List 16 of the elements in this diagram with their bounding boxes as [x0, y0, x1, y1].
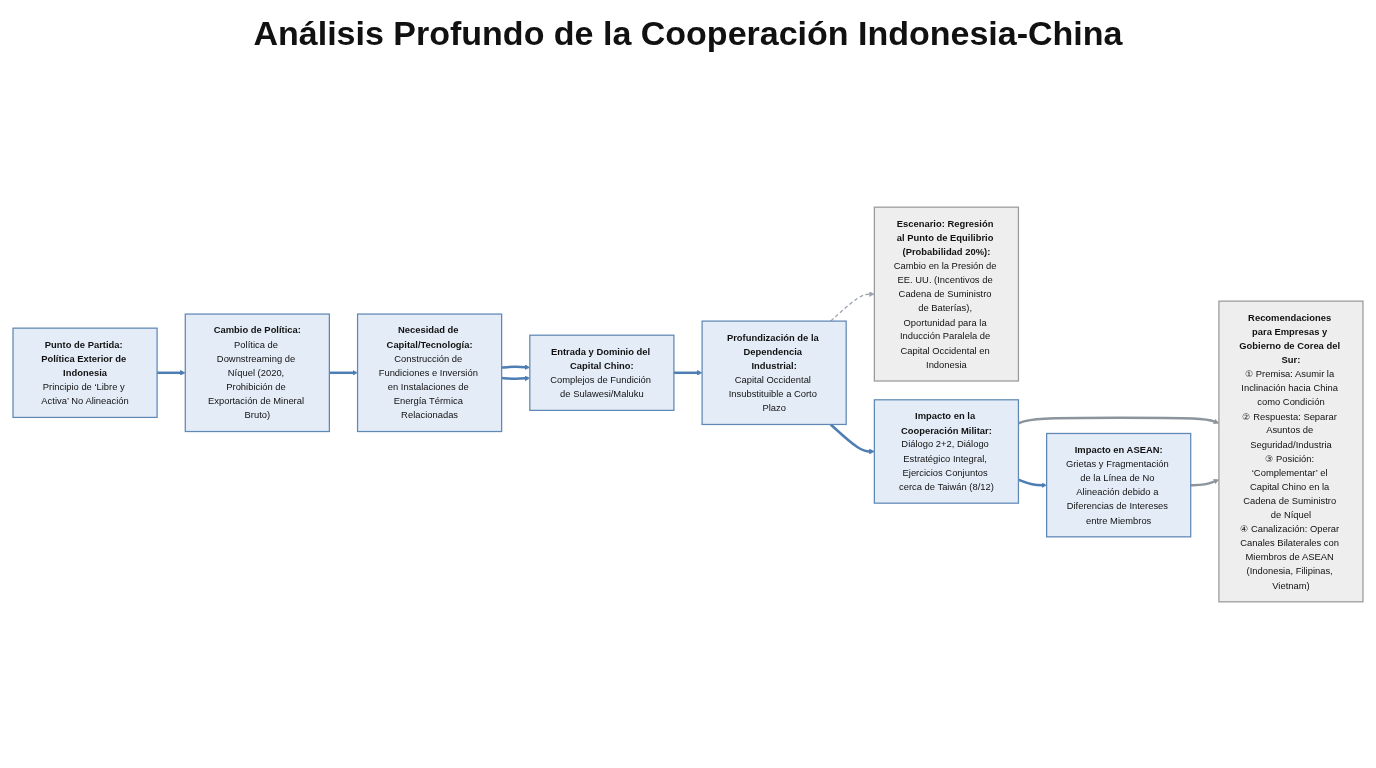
node-box: Escenario: Regresión al Punto de Equilibrio (Probabilidad 20%): Cambio en la Presión de EE. UU. (Incentivos de Cadena de Suministro de Baterías), Oportunidad para la Inducción Paralela de Capital Occidental en Indonesia	[873, 206, 1020, 382]
arrow	[329, 369, 358, 376]
node-box: Impacto en la Cooperación Militar: Diálogo 2+2, Diálogo Estratégico Integral, Ejercicios Conjuntos cerca de Taiwán (8/12)	[873, 398, 1020, 504]
arrow	[673, 369, 703, 376]
node-box: Necesidad de Capital/Tecnología: Construcción de Fundiciones e Inversión en Instalaciones de Energía Térmica Relacionadas	[356, 312, 503, 432]
node-box: Profundización de la Dependencia Industrial: Capital Occidental Insubstituible a Corto Plazo	[701, 320, 847, 425]
arrow	[157, 369, 186, 376]
node-box: Punto de Partida: Política Exterior de Indonesia Principio de ‘Libre y Activa’ No Alineación	[12, 327, 158, 418]
arrow	[830, 290, 875, 322]
node-box: Entrada y Dominio del Capital Chino: Complejos de Fundición de Sulawesi/Maluku	[529, 334, 675, 411]
node-box: Cambio de Política: Política de Downstreaming de Níquel (2020, Prohibición de Exportación de Mineral Bruto)	[184, 312, 330, 432]
arrow	[1018, 477, 1047, 488]
arrow	[829, 423, 875, 454]
diagram-title: Análisis Profundo de la Cooperación Indonesia-China	[252, 14, 1124, 53]
node-box: Recomendaciones para Empresas y Gobierno de Corea del Sur: ① Premisa: Asumir la Inclinación hacia China como Condición ② Respuesta: Separar Asuntos de Seguridad/Industria ③ Posición: ‘Complementar’ el Capital Chino en la Cadena de Suministro de Níquel ④ Canalización: Operar Canales Bilaterales con Miembros de ASEAN (Indonesia, Filipinas, Vietnam)	[1218, 300, 1364, 602]
node-box: Impacto en ASEAN: Grietas y Fragmentación de la Línea de No Alineación debido a Diferencias de Intereses entre Miembros	[1046, 432, 1192, 537]
